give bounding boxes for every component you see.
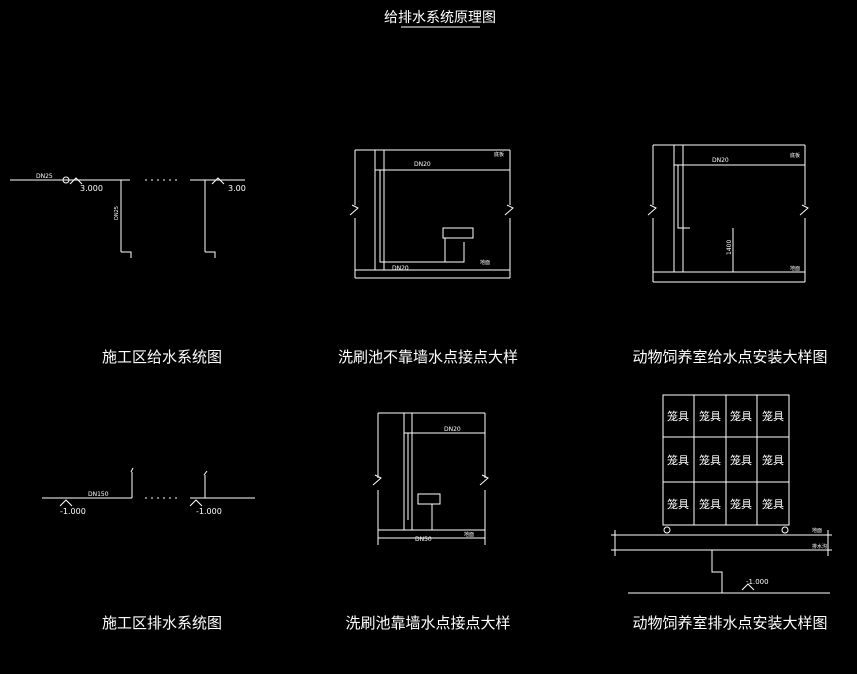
cage-label: 笼具 (730, 497, 752, 511)
sink1-corner: 底板 (494, 151, 504, 158)
cage-label: 笼具 (762, 409, 784, 423)
sink2-bottom-pipe: DN50 (415, 536, 432, 543)
caption-animal-supply: 动物饲养室给水点安装大样图 (632, 348, 827, 366)
cage-label: 笼具 (699, 497, 721, 511)
sink1-floor: 地面 (480, 259, 490, 266)
cage-label: 笼具 (667, 497, 689, 511)
cage-label: 笼具 (762, 497, 784, 511)
cage-grid: 笼具 笼具 笼具 笼具 笼具 笼具 笼具 笼具 笼具 笼具 笼具 笼具 (667, 409, 784, 511)
animal-supply-height: 1400 (726, 240, 733, 255)
animal-room-supply-detail (647, 144, 809, 283)
drain-elev-left: -1.000 (60, 507, 86, 516)
cage-label: 笼具 (730, 453, 752, 467)
caption-supply-system: 施工区给水系统图 (102, 348, 222, 366)
sink1-top-pipe: DN20 (414, 161, 431, 168)
cage-label: 笼具 (730, 409, 752, 423)
drain-elev-right: -1.000 (196, 507, 222, 516)
animal-supply-pipe: DN20 (712, 157, 729, 164)
animal-supply-corner: 底板 (790, 152, 800, 159)
cage-label: 笼具 (699, 409, 721, 423)
caption-sink-wall: 洗刷池靠墙水点接点大样 (345, 614, 510, 632)
animal-drain-floor: 地面 (812, 527, 822, 534)
caption-drain-system: 施工区排水系统图 (102, 614, 222, 632)
sink1-bottom-pipe: DN20 (392, 265, 409, 272)
supply-pipe-size: DN25 (36, 173, 53, 180)
sink-freestanding-detail (349, 149, 514, 279)
caption-animal-drain: 动物饲养室排水点安装大样图 (632, 614, 827, 632)
animal-drain-trench: 排水沟 (812, 543, 827, 550)
supply-elev-left: 3.000 (80, 184, 103, 193)
cage-label: 笼具 (699, 453, 721, 467)
supply-system-diagram (10, 176, 245, 258)
drainage-system-diagram (42, 467, 255, 507)
supply-elev-right: 3.00 (228, 184, 246, 193)
animal-drain-elev: -1.000 (746, 578, 769, 586)
caption-sink-freestanding: 洗刷池不靠墙水点接点大样 (338, 348, 518, 366)
cage-label: 笼具 (667, 453, 689, 467)
sink-wall-detail (372, 412, 489, 545)
drain-pipe-size: DN150 (88, 491, 109, 498)
animal-supply-floor: 地面 (790, 265, 800, 272)
drawing-title: 给排水系统原理图 (384, 10, 496, 26)
sink2-top-pipe: DN20 (444, 426, 461, 433)
cage-label: 笼具 (667, 409, 689, 423)
supply-riser-size: DN25 (114, 206, 120, 220)
animal-room-drain-detail (611, 394, 832, 594)
sink2-floor: 地面 (464, 531, 474, 538)
cage-label: 笼具 (762, 453, 784, 467)
